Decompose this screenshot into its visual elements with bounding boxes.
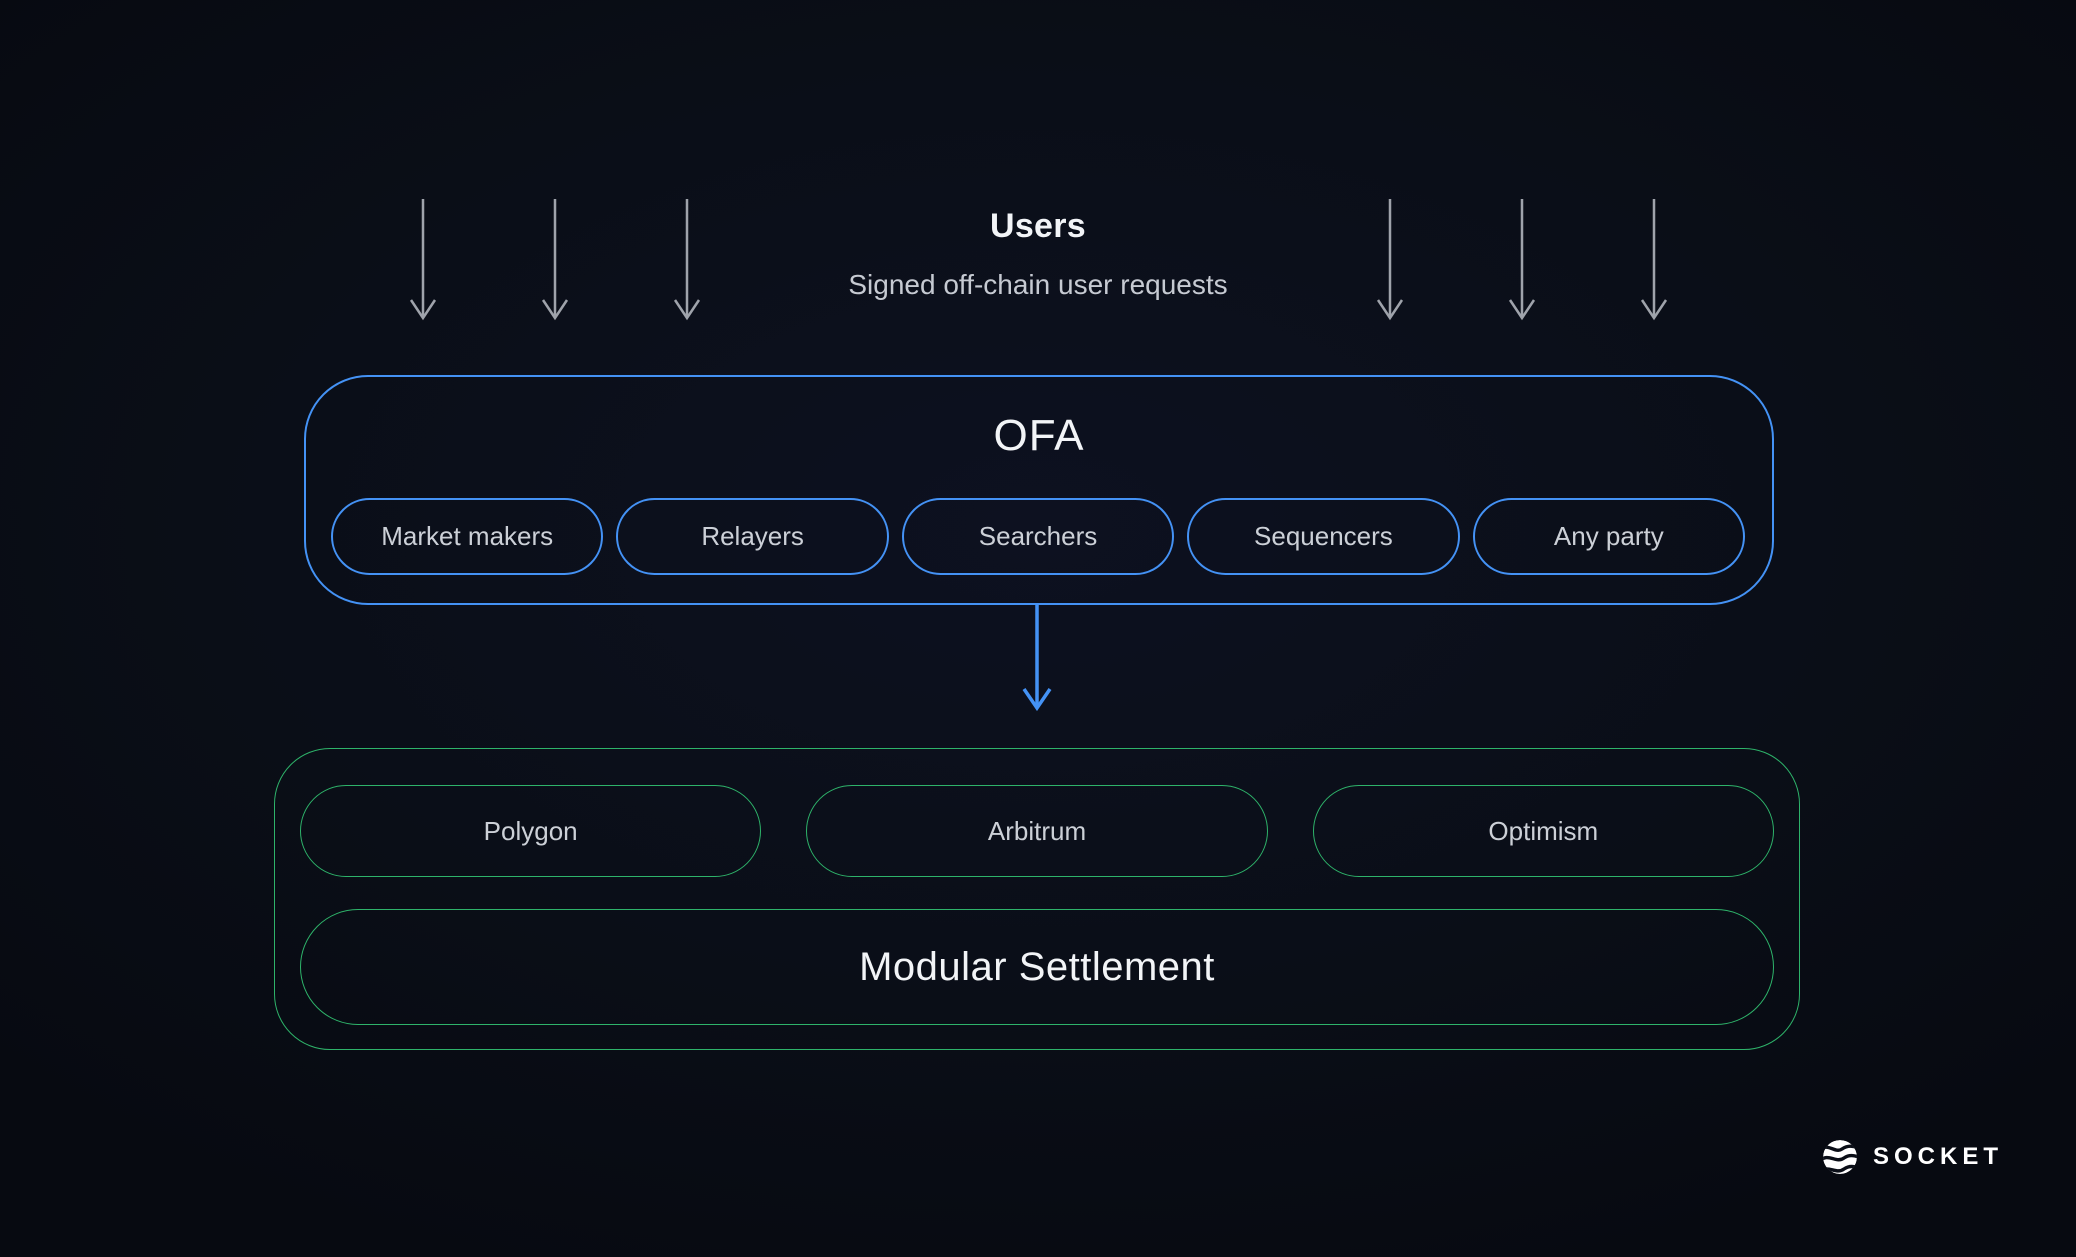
brand-name: SOCKET — [1873, 1143, 2004, 1170]
down-arrow-icon — [1376, 199, 1404, 321]
ofa-box: OFA Market makers Relayers Searchers Seq… — [304, 375, 1774, 605]
socket-brand: SOCKET — [1822, 1139, 2003, 1175]
chain-pill-polygon: Polygon — [300, 785, 762, 877]
participant-pill-relayers: Relayers — [616, 498, 889, 575]
user-flow-arrows-left — [408, 198, 702, 322]
participant-pill-market-makers: Market makers — [331, 498, 604, 575]
down-arrow-icon — [673, 199, 701, 321]
down-arrow-icon — [1640, 199, 1668, 321]
participant-pill-searchers: Searchers — [901, 498, 1175, 575]
ofa-title: OFA — [993, 411, 1085, 460]
ofa-participants-row: Market makers Relayers Searchers Sequenc… — [331, 498, 1746, 575]
participant-pill-any-party: Any party — [1472, 498, 1746, 575]
chain-pill-optimism: Optimism — [1312, 785, 1774, 877]
users-subtitle: Signed off-chain user requests — [848, 269, 1228, 300]
chains-box: Polygon Arbitrum Optimism Modular Settle… — [274, 748, 1800, 1050]
down-arrow-icon — [541, 199, 569, 321]
down-arrow-icon — [1508, 199, 1536, 321]
chains-row: Polygon Arbitrum Optimism — [300, 785, 1774, 877]
user-flow-arrows-right — [1375, 198, 1669, 322]
socket-logo-icon — [1823, 1140, 1857, 1174]
users-title: Users — [989, 207, 1086, 245]
users-heading: Users Signed off-chain user requests — [0, 207, 2076, 301]
chain-pill-arbitrum: Arbitrum — [806, 785, 1268, 877]
ofa-to-chains-arrow-icon — [1022, 604, 1052, 711]
modular-settlement-bar: Modular Settlement — [300, 909, 1774, 1025]
down-arrow-icon — [409, 199, 437, 321]
settlement-label: Modular Settlement — [859, 944, 1215, 989]
participant-pill-sequencers: Sequencers — [1187, 498, 1460, 575]
